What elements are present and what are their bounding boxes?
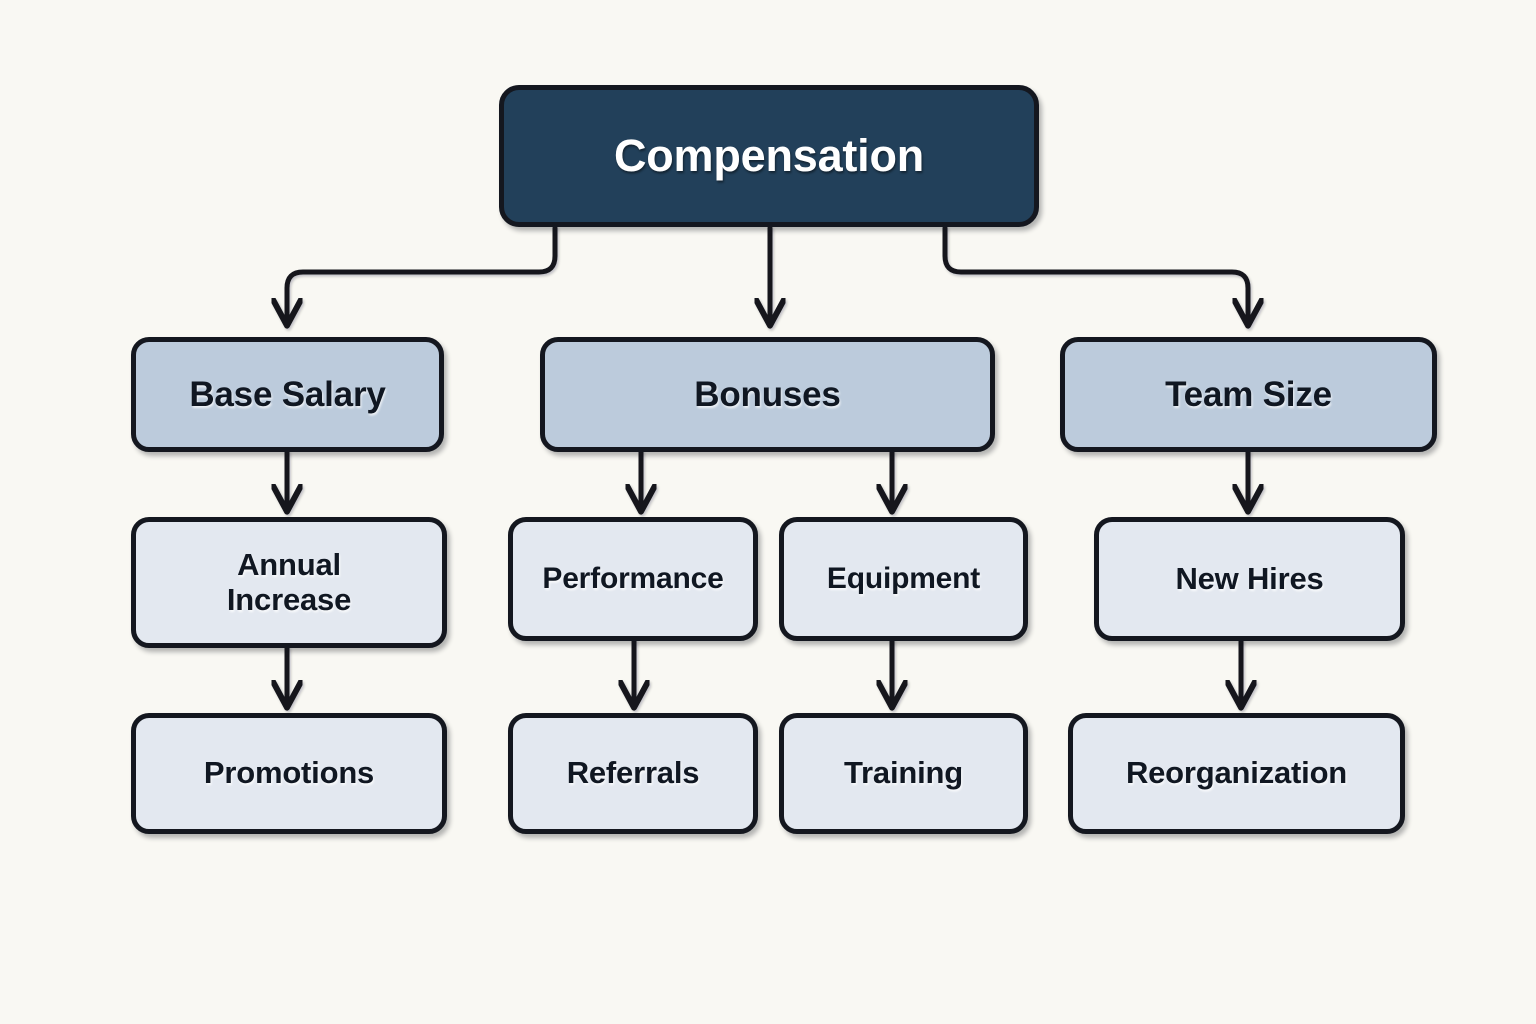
node-training[interactable]: Training (779, 713, 1028, 834)
node-reorganization-label: Reorganization (1125, 755, 1348, 791)
node-new-hires-label: New Hires (1175, 560, 1324, 596)
node-equipment-label: Equipment (826, 562, 981, 596)
node-training-label: Training (844, 755, 963, 791)
node-team-size-label: Team Size (1165, 374, 1332, 414)
node-reorganization[interactable]: Reorganization (1068, 713, 1405, 834)
node-compensation[interactable]: Compensation (499, 85, 1039, 227)
node-team-size[interactable]: Team Size (1060, 337, 1437, 452)
node-referrals-label: Referrals (566, 755, 700, 791)
node-compensation-label: Compensation (613, 129, 925, 181)
edge-root-to-base-salary (287, 225, 558, 322)
node-bonuses-label: Bonuses (694, 374, 841, 414)
node-bonuses[interactable]: Bonuses (540, 337, 995, 452)
node-referrals[interactable]: Referrals (508, 713, 758, 834)
node-new-hires[interactable]: New Hires (1094, 517, 1405, 641)
node-equipment[interactable]: Equipment (779, 517, 1028, 641)
node-promotions-label: Promotions (203, 755, 375, 791)
node-performance[interactable]: Performance (508, 517, 758, 641)
node-promotions[interactable]: Promotions (131, 713, 447, 834)
node-annual-increase[interactable]: Annual Increase (131, 517, 447, 648)
edge-root-to-team-size (942, 225, 1248, 322)
node-base-salary-label: Base Salary (189, 374, 386, 414)
node-performance-label: Performance (542, 562, 724, 596)
node-base-salary[interactable]: Base Salary (131, 337, 444, 452)
node-annual-increase-label: Annual Increase (226, 546, 352, 617)
